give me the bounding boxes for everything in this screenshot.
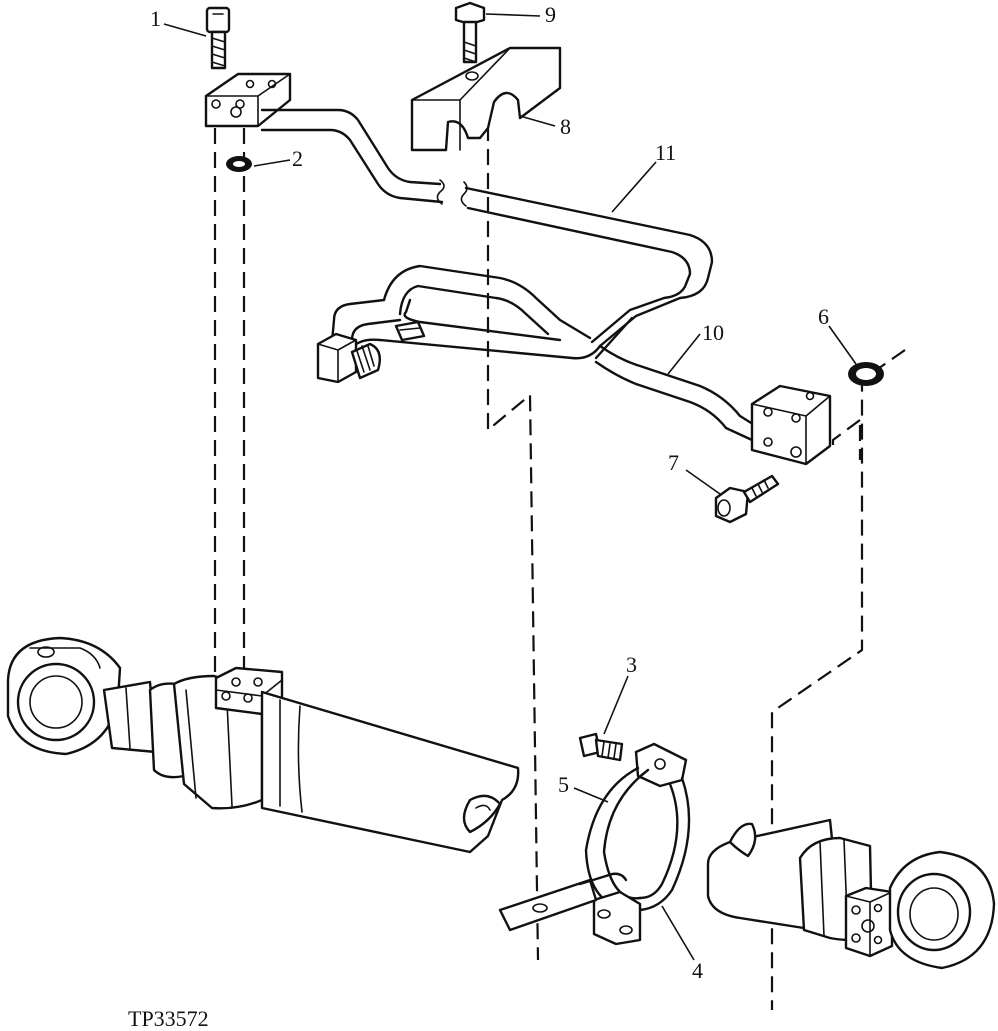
cap-screw-part-7 xyxy=(714,474,780,524)
callout-2: 2 xyxy=(292,146,303,171)
assembly-line-right-inner xyxy=(831,419,862,460)
callout-labels: 1 9 8 2 11 10 6 7 3 5 4 xyxy=(150,2,829,983)
callout-1: 1 xyxy=(150,6,161,31)
figure-id: TP33572 xyxy=(128,1006,209,1031)
callout-8: 8 xyxy=(560,114,571,139)
tube-part-11 xyxy=(204,72,714,360)
cylinder-rod-end xyxy=(6,636,520,854)
tube-part-10 xyxy=(316,264,832,466)
cylinder-head-end xyxy=(706,818,996,970)
clamp-part-4-5 xyxy=(498,742,691,946)
callout-10: 10 xyxy=(702,320,724,345)
hex-bolt-part-9 xyxy=(454,1,486,64)
callout-7: 7 xyxy=(668,450,679,475)
cap-screw-part-1 xyxy=(205,6,231,70)
callout-9: 9 xyxy=(545,2,556,27)
callout-5: 5 xyxy=(558,772,569,797)
callout-11: 11 xyxy=(655,140,676,165)
leader-lines xyxy=(163,13,857,961)
callout-4: 4 xyxy=(692,958,703,983)
callout-3: 3 xyxy=(626,652,637,677)
callout-6: 6 xyxy=(818,304,829,329)
o-ring-part-6 xyxy=(848,362,884,386)
bolt-part-3 xyxy=(578,732,624,762)
assembly-line-center xyxy=(486,125,540,961)
clamp-block-part-8 xyxy=(410,46,562,152)
o-ring-part-2 xyxy=(226,156,252,172)
